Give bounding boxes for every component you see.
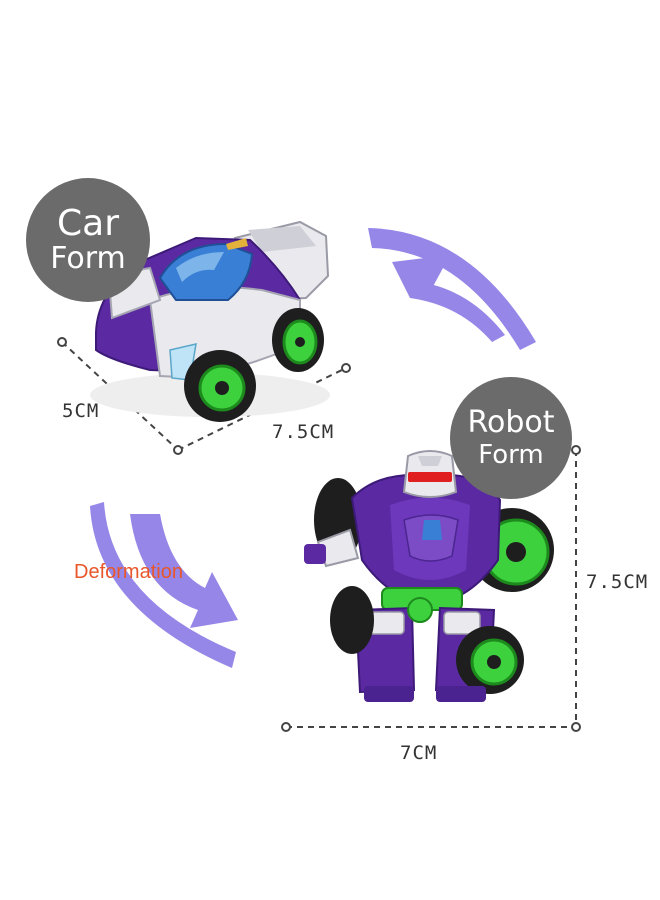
robot-height-dimension: 7.5CM [586, 571, 649, 593]
dimension-point [571, 445, 581, 455]
curved-arrow-bottom [90, 502, 238, 668]
dimension-point [341, 363, 351, 373]
dimension-point [173, 445, 183, 455]
car-form-label-line1: Car [57, 203, 119, 245]
dimension-point [57, 337, 67, 347]
robot-form-label-line1: Robot [467, 404, 555, 440]
curved-arrow-top [368, 228, 536, 350]
robot-dimension-lines [286, 450, 577, 728]
dimension-point [281, 722, 291, 732]
robot-form-label-line2: Form [478, 440, 544, 471]
car-form-label-line2: Form [50, 241, 126, 277]
deformation-label: Deformation [74, 561, 183, 583]
dimension-point [571, 722, 581, 732]
car-toy [90, 220, 330, 422]
car-length-dimension: 7.5CM [272, 421, 335, 443]
robot-form-badge: Robot Form [450, 377, 572, 499]
robot-toy [304, 450, 554, 702]
robot-width-dimension: 7CM [400, 742, 438, 764]
car-width-dimension: 5CM [62, 400, 100, 422]
car-form-badge: Car Form [26, 178, 150, 302]
